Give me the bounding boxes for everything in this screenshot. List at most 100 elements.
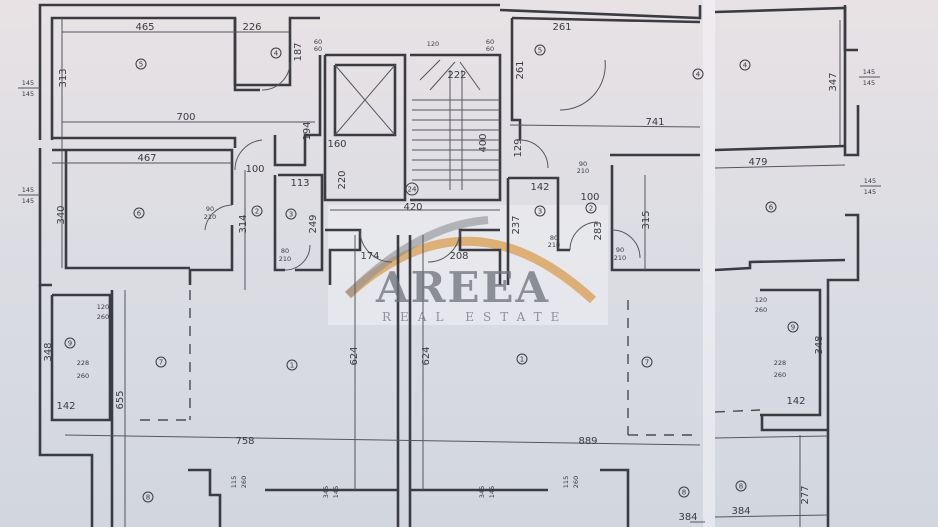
opening-label: 345 [322,486,330,498]
dim-label: 465 [135,22,154,33]
dim-label: 142 [530,182,549,193]
room-number-4: 4 [743,62,748,70]
opening-label: 120 [755,296,767,304]
opening-label: 145 [864,177,876,185]
room-number-7: 7 [645,359,649,367]
opening-label: 210 [614,254,626,262]
dim-label: 261 [515,60,526,79]
opening-label: 260 [774,371,786,379]
opening-label: 60 [314,38,322,46]
opening-label: 80 [281,247,289,255]
room-number-6: 6 [769,204,774,212]
dim-label: 758 [235,436,254,447]
photo-fold [703,0,715,527]
room-number-5: 5 [139,61,143,69]
opening-label: 145 [22,197,34,205]
opening-label: 90 [206,205,214,213]
dim-label: 226 [242,22,261,33]
room-number-1: 1 [290,362,294,370]
opening-label: 60 [486,45,494,53]
opening-label: 90 [616,246,624,254]
opening-label: 120 [427,40,439,48]
dim-label: 624 [349,346,360,365]
opening-label: 145 [332,486,340,498]
dim-label: 100 [245,164,264,175]
room-number-9: 9 [791,324,795,332]
dim-label: 420 [403,202,422,213]
dim-label: 129 [513,138,524,157]
room-number-3: 3 [538,208,542,216]
dim-label: 479 [748,157,767,168]
dim-label: 222 [447,70,466,81]
opening-label: 60 [314,45,322,53]
room-number-4: 4 [274,50,279,58]
dim-label: 277 [800,485,811,504]
dim-label: 113 [290,178,309,189]
dim-label: 249 [308,214,319,233]
room-number-2: 2 [589,205,593,213]
room-number-8: 8 [739,483,743,491]
dim-label: 384 [731,506,750,517]
watermark-logo: AREEA [376,263,551,312]
room-markers: 5 4 6 2 3 24 5 4 4 3 2 6 9 7 1 1 7 9 8 8… [64,44,799,503]
watermark [328,205,608,325]
opening-label: 145 [863,79,875,87]
room-number-3: 3 [289,211,293,219]
dim-label: 187 [293,42,304,61]
dim-label: 384 [678,512,697,523]
opening-label: 260 [240,476,248,488]
opening-label: 120 [97,303,109,311]
dim-label: 160 [327,139,346,150]
dim-label: 655 [115,390,126,409]
dimension-lines [52,18,846,527]
stairs [334,59,500,190]
opening-label: 260 [77,372,89,380]
opening-label: 345 [478,486,486,498]
opening-label: 210 [204,213,216,221]
dim-label: 347 [828,72,839,91]
room-number-8: 8 [146,494,150,502]
room-number-7: 7 [159,359,163,367]
dim-label: 340 [56,205,67,224]
dim-label: 100 [580,192,599,203]
watermark-arc [344,216,597,304]
dim-label: 261 [552,22,571,33]
room-number-4: 4 [696,71,701,79]
watermark-tagline: REAL ESTATE [382,310,569,324]
room-number-1: 1 [520,356,524,364]
opening-label: 90 [579,160,587,168]
dim-label: 467 [137,153,156,164]
opening-label: 145 [863,68,875,76]
opening-label: 60 [486,38,494,46]
room-number-24: 24 [408,186,417,194]
dim-label: 700 [176,112,195,123]
opening-label: 260 [572,476,580,488]
opening-label: 145 [22,186,34,194]
dim-label: 237 [511,215,522,234]
doors [204,59,641,271]
room-number-2: 2 [255,208,259,216]
opening-label: 115 [562,476,570,488]
opening-label: 115 [230,476,238,488]
dim-label: 889 [578,436,597,447]
opening-label: 145 [22,79,34,87]
dimension-labels: 465 226 187 313 700 194 467 100 113 340 … [43,22,839,523]
room-number-5: 5 [538,47,542,55]
opening-label: 228 [77,359,89,367]
dim-label: 194 [302,121,313,140]
opening-label: 260 [97,313,109,321]
opening-label: 210 [577,167,589,175]
watermark-text: AREEA REAL ESTATE [328,205,608,325]
dim-label: 142 [56,401,75,412]
room-number-6: 6 [137,210,142,218]
dim-label: 313 [58,68,69,87]
opening-label: 210 [279,255,291,263]
dim-label: 348 [43,342,54,361]
opening-label: 145 [22,90,34,98]
room-number-8: 8 [682,489,686,497]
dim-label: 314 [238,214,249,233]
dim-label: 174 [360,251,379,262]
